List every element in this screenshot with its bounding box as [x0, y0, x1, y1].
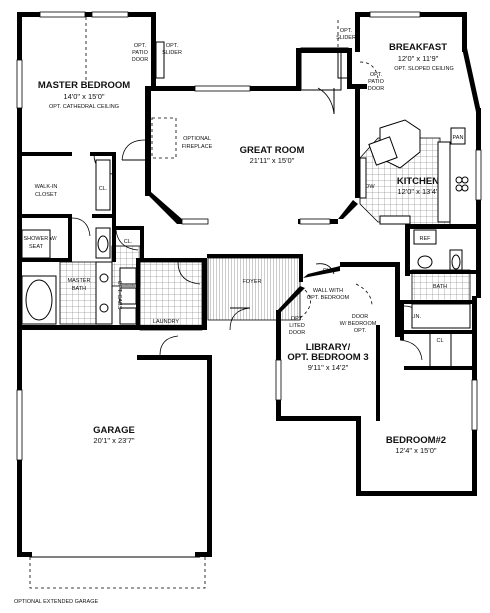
optional-extended-garage-outline [29, 556, 206, 589]
opt-patio-door-label: PATIO [368, 79, 384, 85]
linen-label: LIN. [411, 314, 422, 320]
kitchen-size: 12'0" x 13'4" [397, 187, 438, 196]
foyer-floor [207, 257, 301, 321]
bath-label: BATH [433, 284, 447, 290]
room-labels: MASTER BEDROOM 14'0" x 15'0" OPT. CATHED… [14, 28, 463, 605]
refrigerator-label: REF [420, 236, 432, 242]
bath-floor [411, 269, 471, 305]
bedroom2-size: 12'4" x 15'0" [395, 446, 436, 455]
opt-patio-door-label: DOOR [368, 86, 385, 92]
closet-label: CL. [124, 239, 133, 245]
kitchen-name: KITCHEN [397, 176, 439, 187]
great-room-name: GREAT ROOM [240, 145, 305, 156]
pantry-label: PAN [453, 135, 464, 141]
opt-lited-door-label: LITED [289, 323, 305, 329]
closet-label: CL. [323, 268, 332, 274]
opt-cabs-label: OPT. CABS [116, 281, 122, 310]
opt-slider-label: OPT. [166, 43, 179, 49]
garage-name: GARAGE [93, 425, 135, 436]
opt-slider-label: OPT. [340, 28, 353, 34]
windows [16, 11, 482, 461]
breakfast-size: 12'0" x 11'9" [398, 54, 439, 63]
master-bedroom-name: MASTER BEDROOM [38, 80, 130, 91]
shower-label: SHOWER W/ [24, 236, 57, 242]
garage-size: 20'1" x 23'7" [93, 436, 134, 445]
closet-label: CL. [99, 186, 108, 192]
door-option-label: OPT. [354, 328, 367, 334]
great-room-size: 21'11" x 15'0" [250, 156, 295, 165]
walk-in-closet-label: CLOSET [35, 192, 58, 198]
door-option-label: W/ BEDROOM [340, 321, 377, 327]
fireplace-label: FIREPLACE [182, 144, 213, 150]
wall-option-label: WALL WITH [313, 288, 343, 294]
opt-patio-door-label: OPT. [134, 43, 147, 49]
optional-extended-garage-label: OPTIONAL EXTENDED GARAGE [14, 599, 98, 605]
library-name: LIBRARY/ [306, 342, 351, 353]
opt-patio-door-label: DOOR [132, 57, 149, 63]
opt-lited-door-label: OPT. [291, 316, 304, 322]
walk-in-closet-label: WALK-IN [35, 184, 58, 190]
opt-slider-label: SLIDER [336, 35, 356, 41]
door-option-label: DOOR [352, 314, 369, 320]
fixtures [21, 119, 471, 329]
library-name-2: OPT. BEDROOM 3 [287, 352, 368, 363]
interior-walls [22, 86, 480, 421]
opt-lited-door-label: DOOR [289, 330, 306, 336]
master-bath-label: BATH [72, 286, 86, 292]
library-size: 9'11" x 14'2" [308, 363, 349, 372]
opt-patio-door-label: OPT. [370, 72, 383, 78]
master-bedroom-note: OPT. CATHEDRAL CEILING [49, 104, 119, 110]
shower-label: SEAT [29, 244, 44, 250]
foyer-label: FOYER [243, 279, 262, 285]
laundry-floor [139, 261, 203, 331]
wall-option-label: OPT. BEDROOM [307, 295, 350, 301]
master-bath-label: MASTER [68, 278, 91, 284]
breakfast-name: BREAKFAST [389, 42, 447, 53]
dishwasher-label: DW [365, 184, 375, 190]
opt-slider-label: SLIDER [162, 50, 182, 56]
breakfast-note: OPT. SLOPED CEILING [394, 66, 454, 72]
laundry-label: LAUNDRY [153, 319, 180, 325]
closet-label: CL [436, 338, 443, 344]
fireplace-label: OPTIONAL [183, 136, 211, 142]
opt-patio-door-label: PATIO [132, 50, 148, 56]
master-bedroom-size: 14'0" x 15'0" [63, 92, 104, 101]
bedroom2-name: BEDROOM#2 [386, 435, 446, 446]
